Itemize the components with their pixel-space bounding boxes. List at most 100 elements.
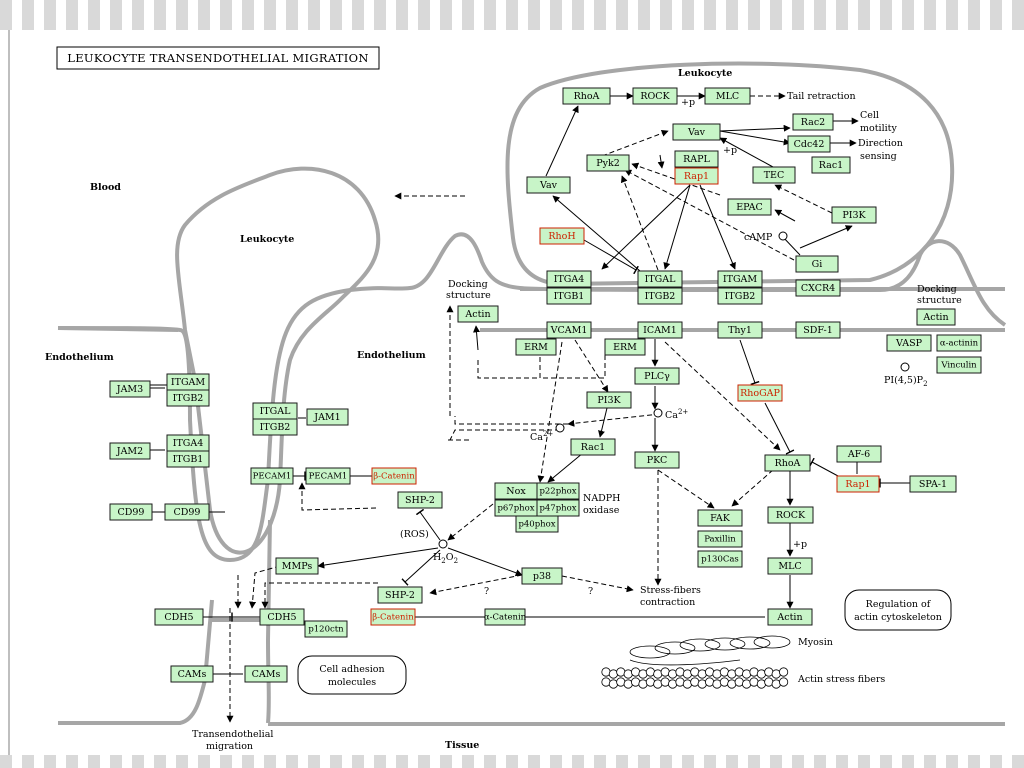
node-label: ITGB2 (725, 291, 756, 302)
node-mlc-top[interactable]: MLC (704, 87, 751, 105)
node-jam1[interactable]: JAM1 (306, 408, 349, 426)
node-cams-b[interactable]: CAMs (244, 665, 288, 683)
node-nox[interactable]: Nox (494, 482, 538, 500)
node-plcg[interactable]: PLCγ (634, 367, 680, 385)
node-label: α-Catenin (484, 613, 527, 623)
node-itgb2-left[interactable]: ITGB2 (166, 389, 210, 407)
node-label: ITGB2 (260, 422, 291, 433)
node-fak[interactable]: FAK (697, 509, 743, 527)
node-rhogap[interactable]: RhoGAP (737, 384, 783, 402)
label-nadph-2: oxidase (583, 505, 620, 516)
node-af6[interactable]: AF-6 (836, 445, 882, 463)
node-cdh5-a[interactable]: CDH5 (154, 608, 204, 626)
node-cd99-b[interactable]: CD99 (164, 503, 210, 521)
node-tec[interactable]: TEC (752, 166, 796, 184)
node-vav-left[interactable]: Vav (526, 176, 571, 194)
node-actin-bottom[interactable]: Actin (767, 608, 813, 626)
node-p22phox[interactable]: p22phox (536, 482, 580, 500)
node-itgam-left[interactable]: ITGAM (166, 373, 210, 391)
node-mlc-mid[interactable]: MLC (767, 557, 813, 575)
node-p67phox[interactable]: p67phox (494, 499, 538, 517)
region-endothelium-mid: Endothelium (357, 350, 426, 361)
node-thy1[interactable]: Thy1 (717, 321, 763, 339)
node-p38[interactable]: p38 (521, 567, 563, 585)
node-rhoa-top[interactable]: RhoA (562, 87, 611, 105)
node-rap1-mid[interactable]: Rap1 (836, 475, 880, 493)
label-cell-motility-1: Cell (860, 110, 879, 121)
node-gi[interactable]: Gi (795, 255, 839, 273)
node-itga4[interactable]: ITGA4 (546, 270, 592, 288)
node-label: Nox (506, 486, 526, 497)
node-label: β-Catenin (372, 613, 414, 623)
note-regulation-actin[interactable]: Regulation of actin cytoskeleton (844, 589, 952, 631)
label-myosin: Myosin (798, 637, 833, 648)
node-p120ctn[interactable]: p120ctn (304, 620, 348, 638)
node-cxcr4[interactable]: CXCR4 (795, 279, 841, 297)
node-pecam1-b[interactable]: PECAM1 (305, 467, 351, 485)
node-p47phox[interactable]: p47phox (536, 499, 580, 517)
node-erm-a[interactable]: ERM (515, 338, 557, 356)
node-vav-top[interactable]: Vav (672, 123, 721, 141)
node-itgb1-left[interactable]: ITGB1 (166, 450, 210, 468)
ca-node-2 (555, 423, 565, 433)
node-rap1-top[interactable]: Rap1 (674, 167, 719, 185)
label-question-2: ? (588, 586, 593, 597)
node-cdc42[interactable]: Cdc42 (787, 135, 831, 153)
node-shp2-a[interactable]: SHP-2 (397, 491, 443, 509)
node-rhoa-mid[interactable]: RhoA (764, 454, 811, 472)
node-itga4-left[interactable]: ITGA4 (166, 434, 210, 452)
node-itgb2-left2[interactable]: ITGB2 (252, 418, 298, 436)
svg-text:Cell adhesion: Cell adhesion (319, 664, 384, 675)
node-jam3[interactable]: JAM3 (109, 380, 151, 398)
node-mmps[interactable]: MMPs (275, 557, 319, 575)
node-itgb2-b[interactable]: ITGB2 (717, 287, 763, 305)
node-rac2[interactable]: Rac2 (792, 113, 834, 131)
node-itgal[interactable]: ITGAL (637, 270, 683, 288)
node-label: JAM1 (313, 412, 340, 423)
node-spa1[interactable]: SPA-1 (909, 475, 957, 493)
node-vinculin[interactable]: Vinculin (936, 356, 982, 374)
node-rapl[interactable]: RAPL (674, 150, 719, 168)
node-alpha-actinin[interactable]: α-actinin (936, 334, 982, 352)
node-acatenin[interactable]: α-Catenin (484, 608, 527, 626)
node-label: CAMs (252, 669, 281, 680)
node-rock-mid[interactable]: ROCK (767, 506, 814, 524)
node-bcatenin-a[interactable]: β-Catenin (371, 467, 417, 485)
node-epac[interactable]: EPAC (727, 198, 772, 216)
node-bcatenin-b[interactable]: β-Catenin (370, 608, 416, 626)
node-sdf1[interactable]: SDF-1 (795, 321, 841, 339)
node-icam1[interactable]: ICAM1 (637, 321, 683, 339)
node-pecam1-a[interactable]: PECAM1 (250, 467, 294, 485)
note-cell-adhesion[interactable]: Cell adhesion molecules (297, 655, 407, 695)
node-itgb1[interactable]: ITGB1 (546, 287, 592, 305)
node-itgal-left[interactable]: ITGAL (252, 402, 298, 420)
node-jam2[interactable]: JAM2 (109, 442, 151, 460)
node-label: Actin (776, 612, 802, 623)
diagram-title: LEUKOCYTE TRANSENDOTHELIAL MIGRATION (56, 46, 380, 70)
node-p40phox[interactable]: p40phox (515, 515, 559, 533)
node-label: RhoH (548, 231, 575, 242)
node-itgb2-a[interactable]: ITGB2 (637, 287, 683, 305)
node-paxillin[interactable]: Paxillin (697, 530, 743, 548)
node-vcam1[interactable]: VCAM1 (546, 321, 592, 339)
node-erm-b[interactable]: ERM (604, 338, 646, 356)
node-pyk2[interactable]: Pyk2 (586, 154, 630, 172)
node-p130cas[interactable]: p130Cas (697, 550, 743, 568)
node-shp2-b[interactable]: SHP-2 (377, 586, 423, 604)
node-pkc[interactable]: PKC (634, 451, 680, 469)
myosin-fiber (629, 635, 791, 666)
node-rac1-mid[interactable]: Rac1 (570, 438, 616, 456)
node-itgam[interactable]: ITGAM (717, 270, 763, 288)
node-rock-top[interactable]: ROCK (632, 87, 678, 105)
node-cams-a[interactable]: CAMs (170, 665, 214, 683)
node-rhoh[interactable]: RhoH (539, 227, 585, 245)
node-cd99-a[interactable]: CD99 (109, 503, 153, 521)
free-labels: Tail retraction Cell motility Direction … (192, 91, 962, 752)
node-pi3k-top[interactable]: PI3K (831, 206, 877, 224)
node-rac1-top[interactable]: Rac1 (811, 156, 851, 174)
node-cdh5-b[interactable]: CDH5 (259, 608, 305, 626)
node-actin-dock[interactable]: Actin (457, 305, 499, 323)
node-vasp[interactable]: VASP (886, 334, 932, 352)
node-actin-right[interactable]: Actin (916, 308, 956, 326)
node-pi3k-mid[interactable]: PI3K (586, 391, 632, 409)
